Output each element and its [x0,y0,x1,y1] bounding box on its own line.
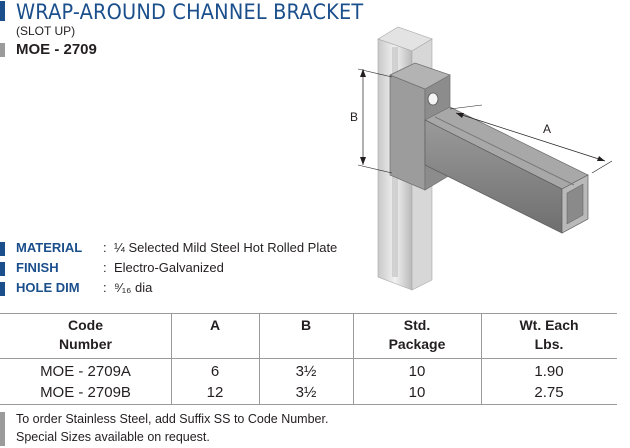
bracket-illustration: A B [350,26,613,291]
spec-accent-bar [0,242,5,256]
header-line: Number [59,336,112,352]
header-b: B [259,316,353,335]
spec-label: FINISH [16,260,59,275]
table-rule [0,404,617,405]
page-title: WRAP-AROUND CHANNEL BRACKET [16,0,364,24]
title-accent-bar [0,1,5,21]
spec-value: Electro-Galvanized [114,260,224,275]
header-line: Code [68,317,103,333]
header-std-package: Std. Package [353,316,481,354]
note-special-sizes: Special Sizes available on request. [16,430,210,444]
header-line: Lbs. [534,336,564,352]
table-rule [0,358,617,359]
spec-value: ¼ Selected Mild Steel Hot Rolled Plate [114,240,338,255]
table-divider [481,313,482,404]
spec-label: MATERIAL [16,240,83,255]
cell-b: 3½ [295,384,317,401]
header-code-number: Code Number [0,316,171,354]
spec-colon: : [103,280,107,295]
dimension-a-label: A [543,122,551,136]
product-code-title: MOE - 2709 [16,41,97,58]
spec-accent-bar [0,262,5,276]
header-line: B [300,317,312,333]
cell-b: 3½ [295,363,317,380]
dimension-a: A [449,104,613,174]
cell-code: MOE - 2709B [40,384,131,401]
cell-weight: 2.75 [534,384,564,401]
dimension-b-label: B [350,110,358,124]
cell-package: 10 [408,363,426,380]
code-accent-bar [0,43,5,57]
spec-value: ⁹⁄₁₆ dia [114,280,153,295]
horizontal-channel-arm [424,106,589,234]
header-weight: Wt. Each Lbs. [481,316,617,354]
header-line: A [209,317,221,333]
header-line: Package [388,336,446,352]
header-line: Std. [403,317,431,333]
note-accent-bar [0,412,5,446]
spec-colon: : [103,240,107,255]
spec-label: HOLE DIM [16,280,80,295]
note-stainless: To order Stainless Steel, add Suffix SS … [16,412,329,426]
page-subtitle: (SLOT UP) [16,24,76,38]
spec-colon: : [103,260,107,275]
cell-a: 12 [206,384,224,401]
table-rule [0,313,617,314]
cell-code: MOE - 2709A [40,363,131,380]
header-a: A [171,316,259,335]
table-divider [353,313,354,404]
cell-weight: 1.90 [534,363,564,380]
table-divider [171,313,172,404]
spec-accent-bar [0,282,5,296]
cell-package: 10 [408,384,426,401]
table-divider [259,313,260,404]
header-line: Wt. Each [519,317,579,333]
dimension-b: B [350,68,393,174]
cell-a: 6 [210,363,220,380]
